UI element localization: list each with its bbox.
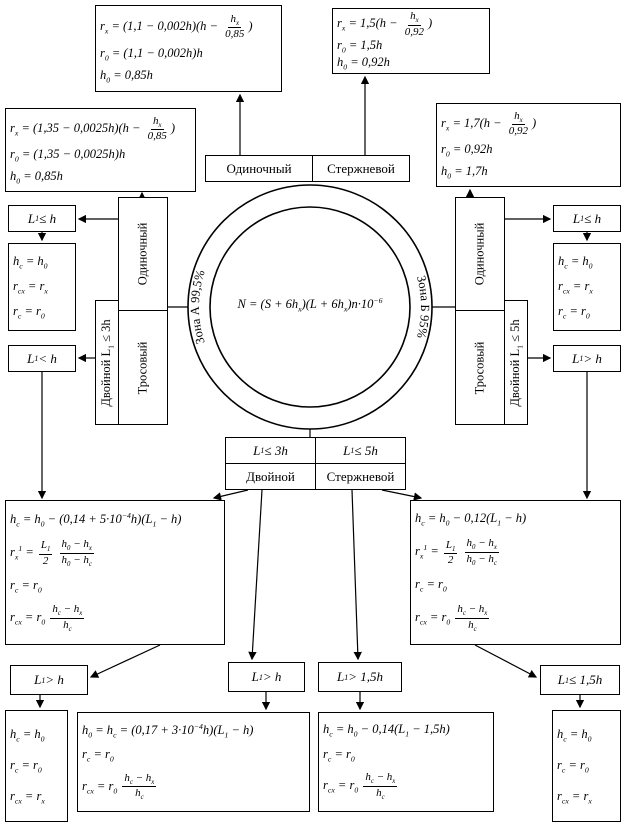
connector-arrow: [89, 644, 161, 678]
formula-line: hc = h0 − 0,14(L1 − 1,5h): [323, 722, 450, 739]
strip-right-double-label: Двойной L1 ≤ 5h: [507, 318, 525, 407]
table-cell-rod: Стержневой: [315, 463, 406, 490]
formula-line: hc = h0: [10, 726, 45, 744]
label-single-top: Одиночный: [205, 155, 313, 182]
formula-line: hc = h0: [13, 253, 48, 271]
formula-line: hc = h0 − (0,14 + 5·10−4h)(L1 − h): [10, 511, 182, 529]
connector-arrow: [248, 489, 263, 661]
strip-right-double: Двойной L1 ≤ 5h: [504, 300, 528, 425]
formula-line: rc = r0: [415, 577, 447, 594]
formula-line: hc = h0: [558, 253, 593, 271]
formula-line: r0 = 0,92h: [441, 142, 493, 159]
result-box-right: hc = h0 rcx = rx rc = r0: [553, 243, 621, 331]
strip-left-single: Одиночный: [118, 197, 168, 311]
result-box-bottom-right: hc = h0 rc = r0 rcx = rx: [552, 710, 621, 822]
strip-left-cable: Тросовый: [118, 310, 168, 425]
formula-line: r0 = 1,5h: [337, 38, 383, 55]
formula-line: r0 = (1,35 − 0,0025h)h: [10, 147, 126, 164]
connector-arrow: [212, 489, 249, 501]
formula-box-bottom-midleft: h0 = hc = (0,17 + 3·10−4h)(L1 − h) rc = …: [77, 712, 310, 812]
formula-box-bottom-midright: hc = h0 − 0,14(L1 − 1,5h) rc = r0 rcx = …: [318, 712, 494, 812]
formula-line: rc = r0: [557, 757, 589, 775]
strip-left-double: Двойной L1 ≤ 3h: [95, 300, 119, 425]
strip-left-cable-label: Тросовый: [135, 341, 150, 394]
formula-line: rc = r0: [13, 303, 45, 321]
strip-left-double-label: Двойной L1 ≤ 3h: [98, 318, 116, 407]
zone-b-arc-label: Зона Б 95%: [414, 274, 432, 340]
label-rod-top: Стержневой: [312, 155, 410, 182]
strip-right-single: Одиночный: [455, 197, 505, 311]
formula-line: h0 = 0,85h: [10, 168, 63, 186]
result-box-bottom-left: hc = h0 rc = r0 rcx = rx: [5, 710, 68, 822]
table-cell-double: Двойной: [225, 463, 316, 490]
formula-line: rc = r0: [558, 303, 590, 321]
result-box-left: hc = h0 rcx = rx rc = r0: [8, 243, 76, 331]
zone-a-arc-label: Зона А 99,5%: [188, 268, 208, 345]
formula-line: rcx = rx: [13, 278, 48, 296]
formula-line: rc = r0: [82, 747, 114, 764]
connectors: [35, 75, 592, 711]
formula-line: h0 = hc = (0,17 + 3·10−4h)(L1 − h): [82, 721, 254, 740]
strip-right-cable: Тросовый: [455, 310, 505, 425]
strip-left-single-label: Одиночный: [135, 222, 150, 286]
formula-line: rcx = rx: [10, 788, 45, 806]
counter-strikes-formula: N = (S + 6hx)(L + 6hx)n·10−6: [237, 296, 383, 314]
formula-line: hc = h0: [557, 726, 592, 744]
formula-line: rc = r0: [323, 746, 355, 764]
formula-box-double-zone-a: hc = h0 − (0,14 + 5·10−4h)(L1 − h) rx1 =…: [5, 500, 225, 645]
connector-arrow: [351, 489, 362, 661]
strip-right-single-label: Одиночный: [472, 222, 487, 286]
connector-arrow: [381, 489, 423, 501]
formula-line: h0 = 0,85h: [100, 67, 153, 85]
strip-right-cable-label: Тросовый: [472, 341, 487, 394]
zone-circle-inner: [209, 206, 411, 408]
formula-line: rc = r0: [10, 757, 42, 775]
formula-line: r0 = (1,1 − 0,002h)h: [100, 45, 203, 63]
formula-line: rcx = rx: [558, 278, 593, 296]
formula-line: hc = h0 − 0,12(L1 − h): [415, 511, 527, 528]
formula-line: rc = r0: [10, 577, 42, 595]
connector-arrow: [474, 644, 538, 678]
formula-line: h0 = 1,7h: [441, 163, 488, 181]
formula-line: h0 = 0,92h: [337, 55, 390, 72]
formula-line: rcx = rx: [557, 788, 592, 806]
